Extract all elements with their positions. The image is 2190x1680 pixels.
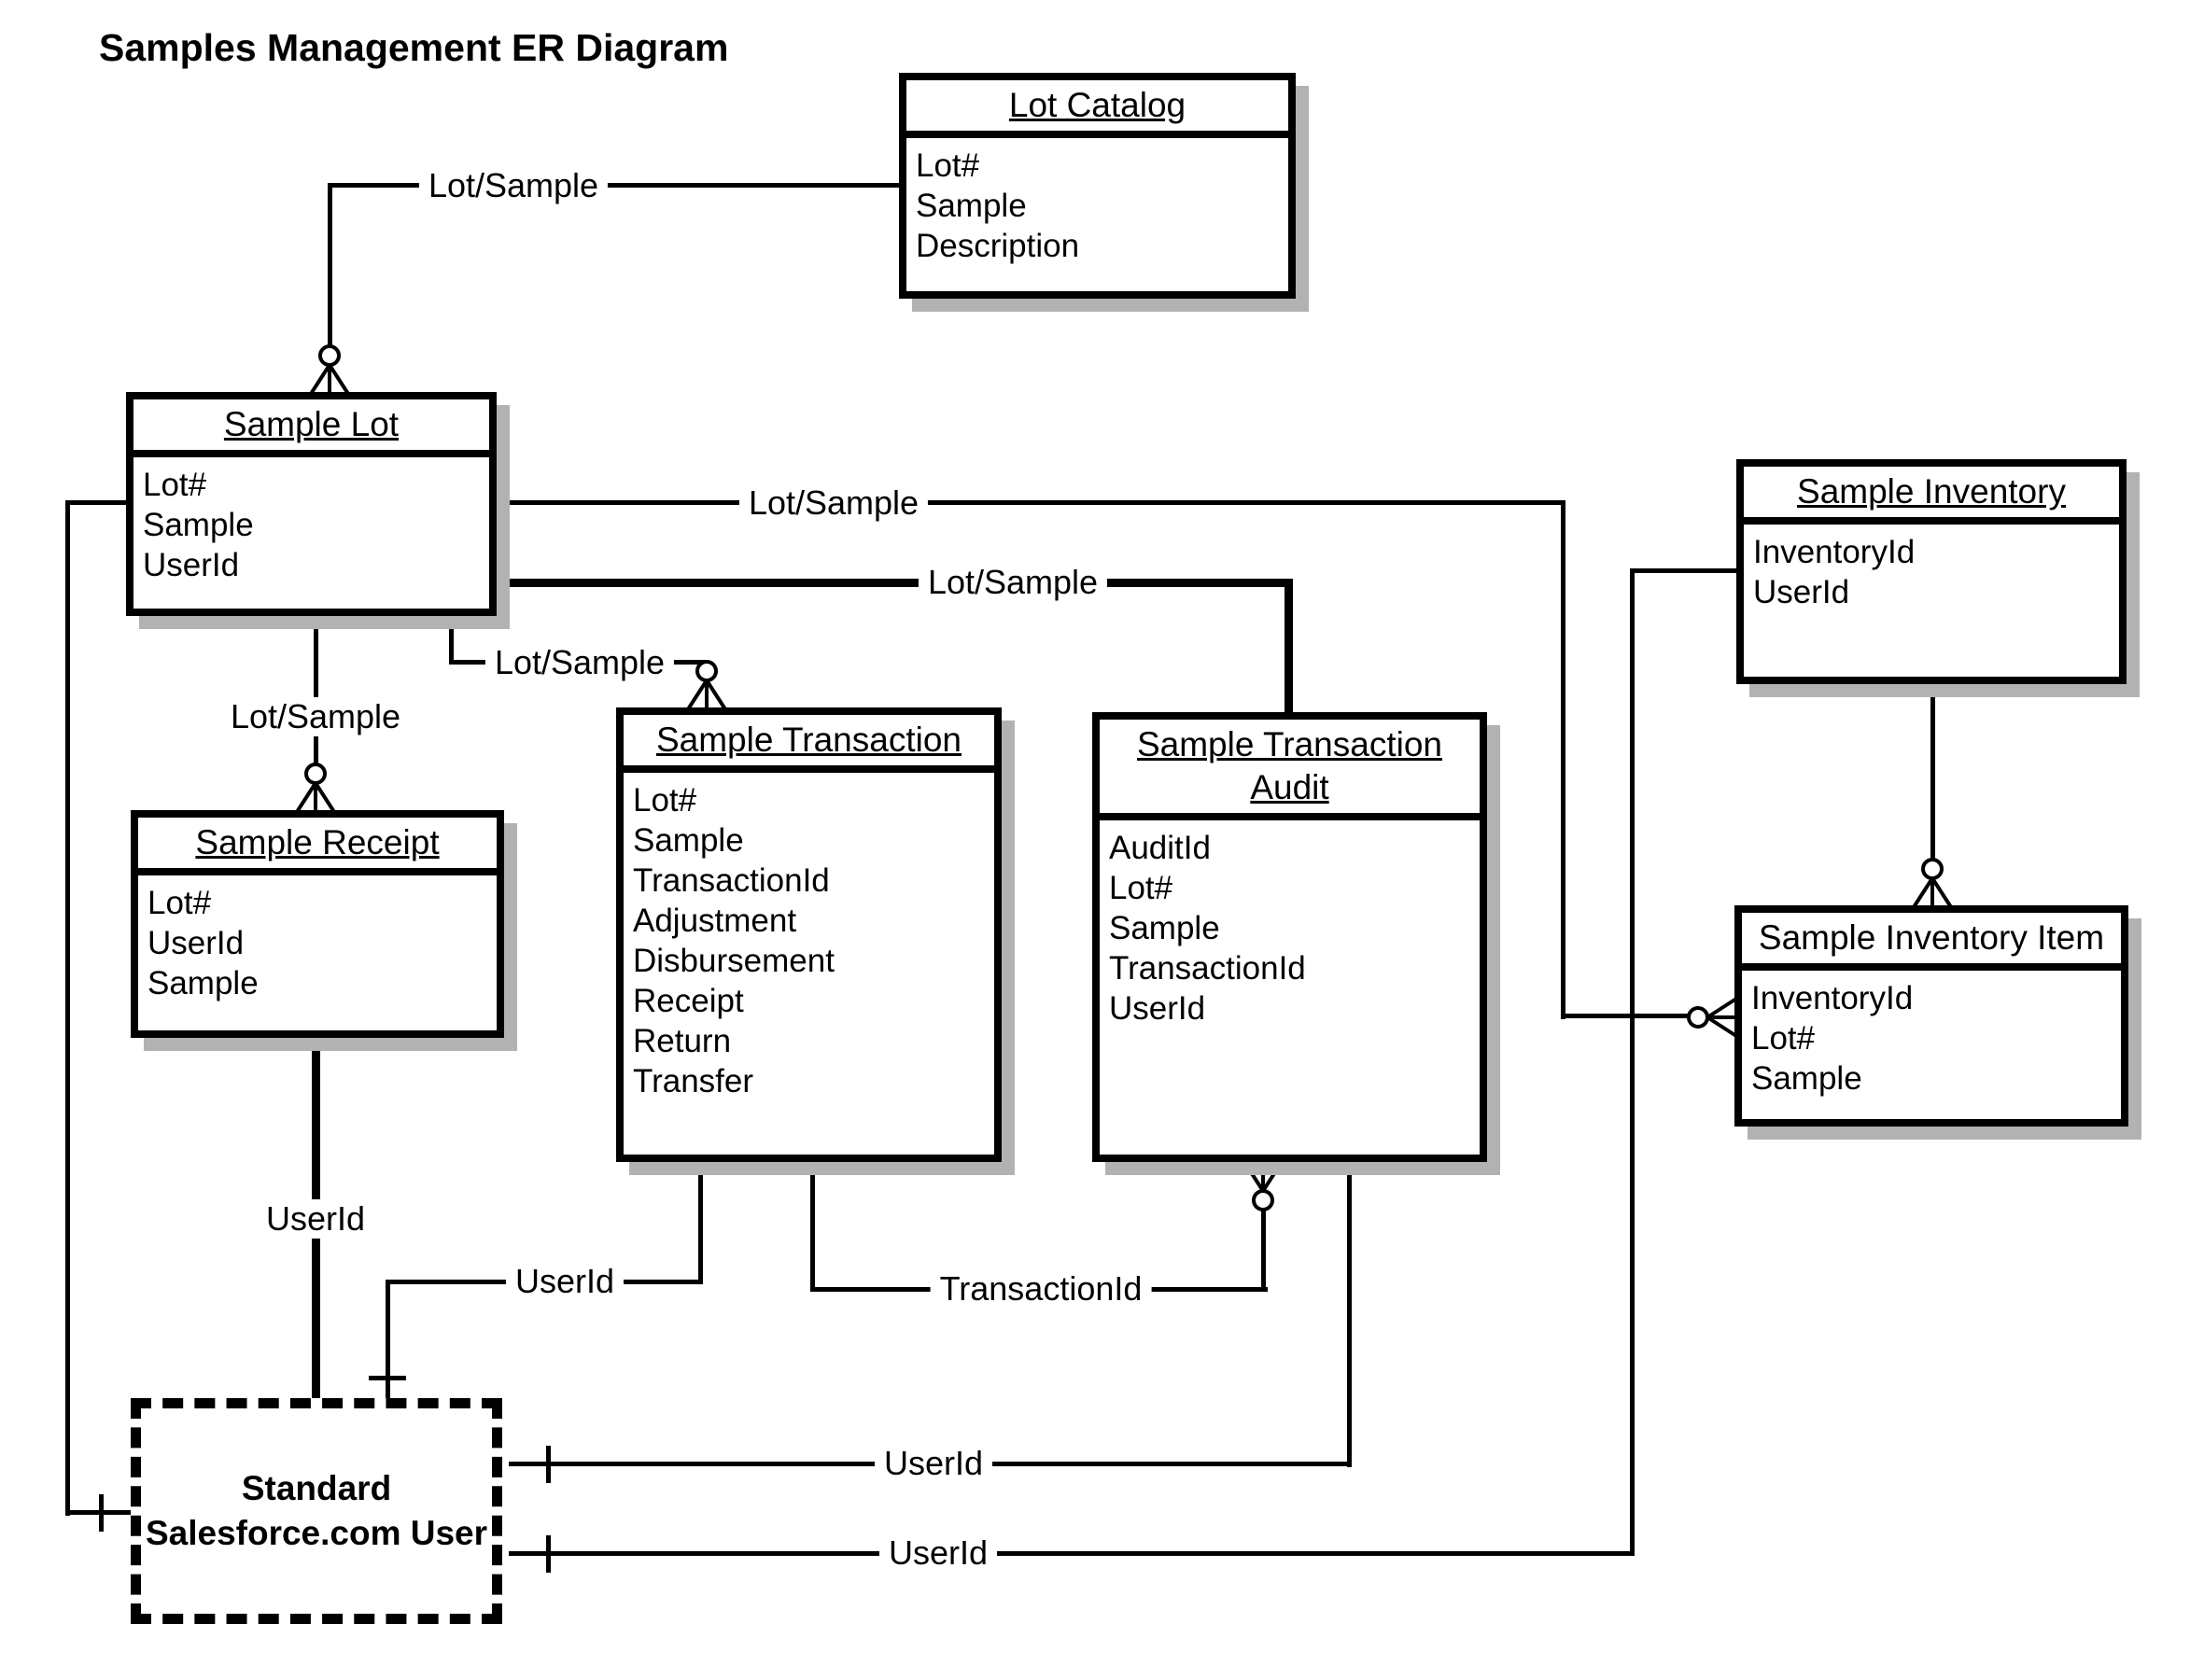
connector-inventory-user xyxy=(1630,568,1635,1556)
field: Lot# xyxy=(147,885,212,921)
field: UserId xyxy=(1753,574,1850,610)
crows-foot-zero-many-icon xyxy=(1242,1160,1284,1211)
field: Lot# xyxy=(143,467,207,503)
field: InventoryId xyxy=(1753,534,1916,570)
connector-transaction-user xyxy=(698,1162,703,1284)
connector-lot-audit xyxy=(1285,579,1293,712)
entity-fields: Lot# UserId Sample xyxy=(138,875,497,1003)
entity-title: Sample Transaction Audit xyxy=(1100,720,1480,820)
entity-title: Lot Catalog xyxy=(906,80,1288,138)
field: Description xyxy=(916,228,1080,264)
connector-lot-receipt xyxy=(314,616,318,767)
connection-label: TransactionId xyxy=(930,1269,1152,1309)
connector-inventory-user xyxy=(509,1551,1632,1556)
user-label: Standard Salesforce.com User xyxy=(145,1469,488,1552)
entity-fields: InventoryId Lot# Sample xyxy=(1742,971,2121,1099)
entity-title: Sample Inventory xyxy=(1744,467,2119,525)
field: AuditId xyxy=(1109,830,1211,866)
cardinality-one-tick xyxy=(546,1535,551,1573)
connection-label: UserId xyxy=(878,1533,998,1573)
connector-audit-user xyxy=(1347,1162,1352,1467)
connection-label: Lot/Sample xyxy=(220,697,411,736)
connector-lot-transaction xyxy=(449,616,454,665)
entity-title: Sample Transaction xyxy=(624,715,994,773)
connector-lot-inventory-item xyxy=(1561,500,1565,1019)
entity-sample-lot: Sample Lot Lot# Sample UserId xyxy=(126,392,497,616)
connector-catalog-lot xyxy=(330,183,901,188)
entity-standard-salesforce-user: Standard Salesforce.com User xyxy=(131,1398,502,1624)
field: Sample xyxy=(143,507,254,543)
field: Transfer xyxy=(633,1063,754,1099)
entity-title: Sample Inventory Item xyxy=(1742,913,2121,971)
entity-sample-receipt: Sample Receipt Lot# UserId Sample xyxy=(131,810,504,1038)
connector-lot-user xyxy=(67,500,126,505)
field: Lot# xyxy=(1109,870,1173,906)
connector-lot-inventory-item xyxy=(1561,1014,1692,1018)
connection-label: Lot/Sample xyxy=(738,483,929,523)
field: Lot# xyxy=(633,782,697,819)
field: Adjustment xyxy=(633,903,797,939)
field: UserId xyxy=(1109,990,1206,1027)
crows-foot-zero-many-icon xyxy=(1687,997,1738,1038)
entity-fields: Lot# Sample UserId xyxy=(133,457,489,585)
connector-transaction-audit xyxy=(1261,1208,1266,1292)
field: Sample xyxy=(1109,910,1220,946)
entity-fields: InventoryId UserId xyxy=(1744,525,2119,612)
connection-label: Lot/Sample xyxy=(418,166,609,205)
field: Sample xyxy=(916,188,1027,224)
diagram-title: Samples Management ER Diagram xyxy=(99,26,729,69)
connector-inventory-item xyxy=(1930,684,1935,863)
connection-label: Lot/Sample xyxy=(484,643,675,682)
field: Lot# xyxy=(916,147,980,184)
connector-inventory-user xyxy=(1632,568,1736,573)
entity-title: Sample Receipt xyxy=(138,818,497,875)
entity-sample-transaction-audit: Sample Transaction Audit AuditId Lot# Sa… xyxy=(1092,712,1487,1162)
connector-catalog-lot xyxy=(328,183,332,349)
entity-fields: AuditId Lot# Sample TransactionId UserId xyxy=(1100,820,1480,1029)
field: Sample xyxy=(1751,1060,1862,1097)
crows-foot-zero-many-icon xyxy=(686,660,727,711)
cardinality-one-tick xyxy=(99,1494,104,1532)
field: Receipt xyxy=(633,983,744,1019)
field: TransactionId xyxy=(633,862,830,899)
entity-sample-transaction: Sample Transaction Lot# Sample Transacti… xyxy=(616,707,1002,1162)
connection-label: Lot/Sample xyxy=(918,563,1108,602)
field: UserId xyxy=(143,547,240,583)
entity-sample-inventory: Sample Inventory InventoryId UserId xyxy=(1736,459,2127,684)
field: UserId xyxy=(147,925,245,961)
connector-transaction-audit xyxy=(810,1162,815,1292)
connector-lot-user xyxy=(65,500,70,1516)
field: TransactionId xyxy=(1109,950,1306,987)
connection-label: UserId xyxy=(874,1444,993,1483)
connector-transaction-user xyxy=(386,1280,390,1398)
field: InventoryId xyxy=(1751,980,1914,1016)
field: Disbursement xyxy=(633,943,835,979)
cardinality-one-tick xyxy=(546,1446,551,1483)
connector-lot-audit xyxy=(497,579,1292,587)
field: Return xyxy=(633,1023,732,1059)
cardinality-one-tick xyxy=(369,1376,406,1380)
crows-foot-zero-many-icon xyxy=(309,344,350,396)
entity-fields: Lot# Sample Description xyxy=(906,138,1288,266)
field: Lot# xyxy=(1751,1020,1816,1057)
crows-foot-zero-many-icon xyxy=(295,763,336,814)
entity-fields: Lot# Sample TransactionId Adjustment Dis… xyxy=(624,773,994,1101)
entity-sample-inventory-item: Sample Inventory Item InventoryId Lot# S… xyxy=(1734,905,2128,1127)
entity-lot-catalog: Lot Catalog Lot# Sample Description xyxy=(899,73,1296,299)
entity-title: Sample Lot xyxy=(133,399,489,457)
crows-foot-zero-many-icon xyxy=(1912,858,1953,909)
connection-label: UserId xyxy=(256,1199,375,1239)
connector-lot-inventory-item xyxy=(497,500,1565,505)
connection-label: UserId xyxy=(505,1262,625,1301)
field: Sample xyxy=(633,822,744,859)
field: Sample xyxy=(147,965,259,1001)
